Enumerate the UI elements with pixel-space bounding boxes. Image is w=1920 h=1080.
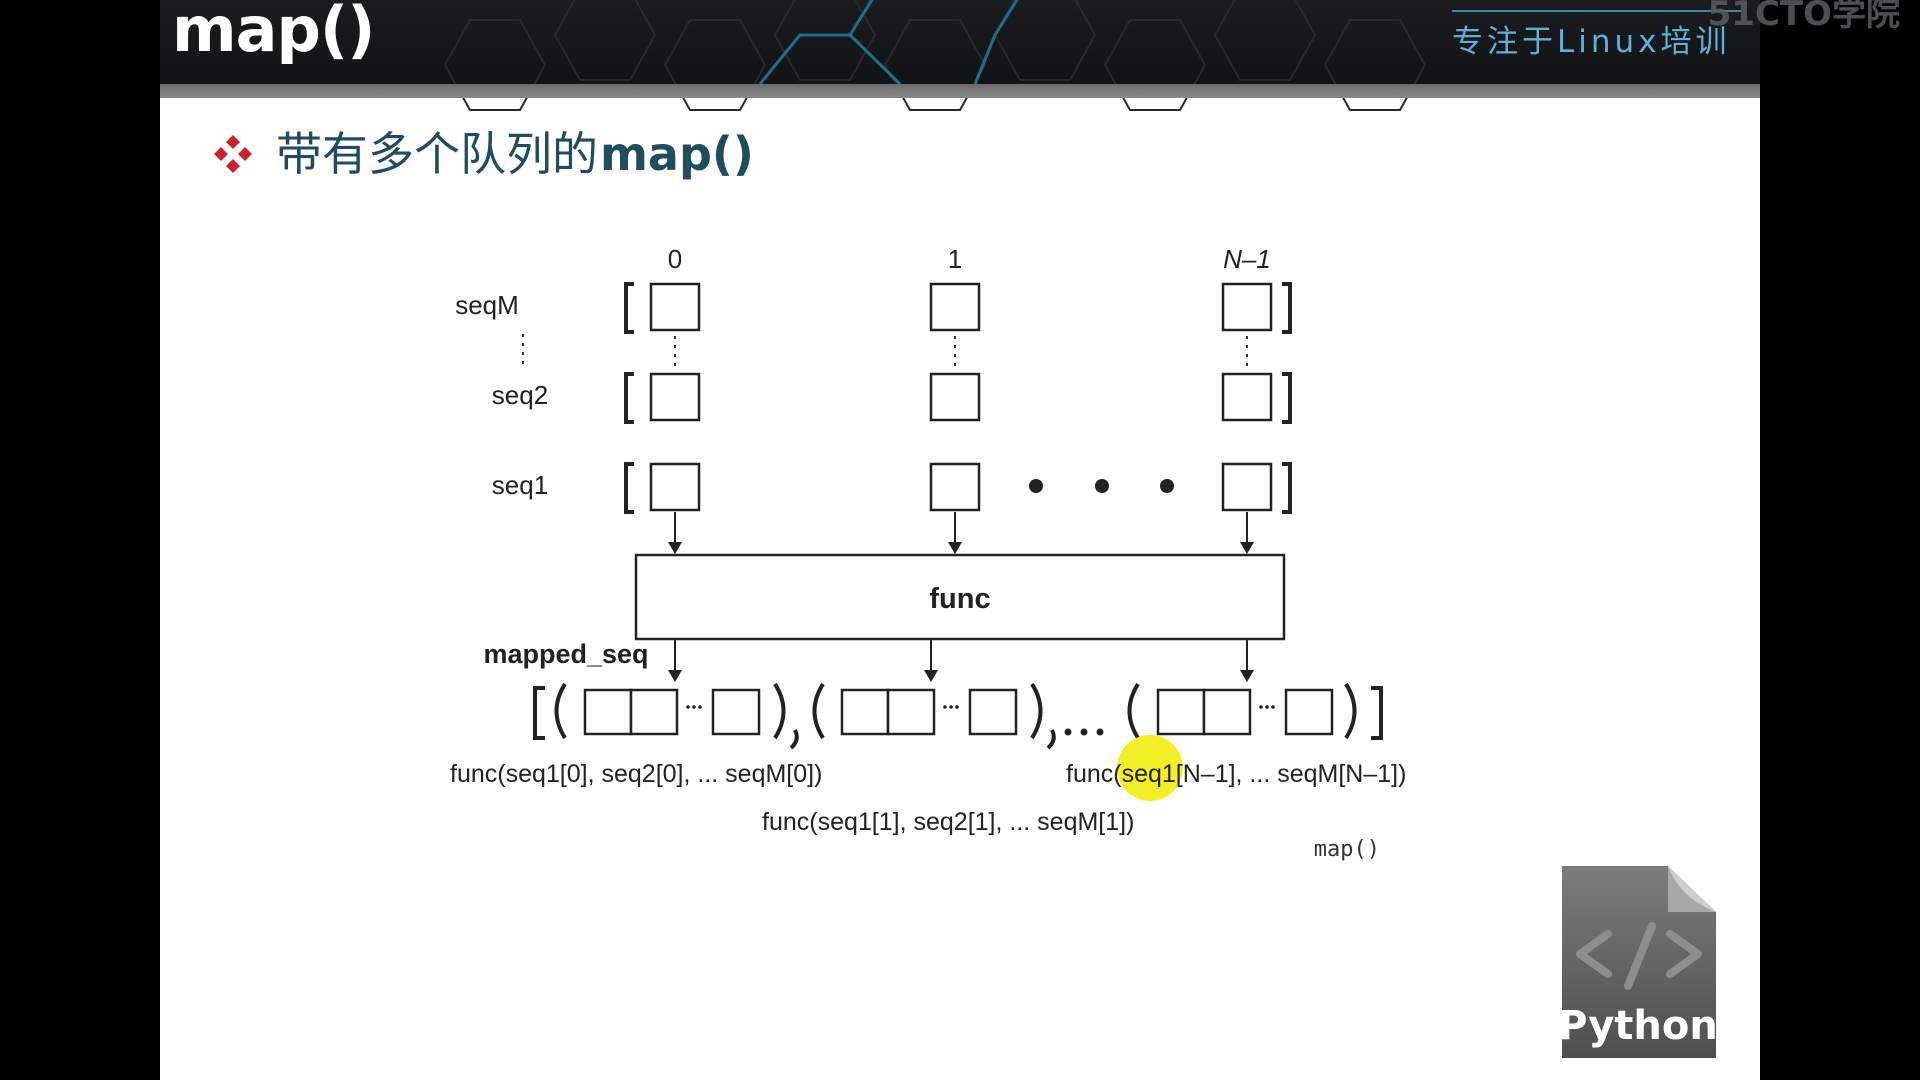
index-label-last: N–1 (1223, 244, 1271, 274)
element-box (929, 462, 981, 512)
slide-title: map() (172, 0, 375, 66)
function-label: func (929, 583, 990, 615)
sequence-row-seq2 (624, 372, 1292, 424)
element-box (649, 462, 701, 512)
header-band: map() 专注于Linux培训 51CTO学院 (160, 0, 1900, 111)
index-label-0: 0 (668, 244, 682, 274)
tagline: 专注于Linux培训 (1452, 24, 1731, 60)
index-label-1: 1 (948, 244, 962, 274)
brand-watermark: 51CTO学院 (1707, 0, 1900, 34)
cursor-highlight (1117, 735, 1183, 801)
red-diamond-cluster-icon (214, 135, 252, 173)
output-arrows (668, 639, 1254, 682)
element-box (1221, 462, 1273, 512)
element-box (649, 282, 701, 332)
function-box (634, 553, 1286, 641)
code-brackets-icon (1562, 866, 1716, 1058)
horizontal-ellipsis-dot (1095, 479, 1109, 493)
sequence-label-seqM: seqM (455, 290, 519, 320)
subheading: 带有多个队列的 map() (212, 126, 754, 182)
output-label: mapped_seq (483, 639, 648, 669)
horizontal-ellipsis-dot (1160, 479, 1174, 493)
caption-first-element: func(seq1[0], seq2[0], ... seqM[0]) (450, 760, 822, 788)
input-arrows (668, 512, 1254, 554)
element-box (1221, 282, 1273, 332)
hexagon-pattern-icon (443, 0, 1427, 111)
sequence-label-seq2: seq2 (492, 380, 548, 410)
header-divider (160, 84, 1760, 98)
horizontal-ellipsis-dot (1029, 479, 1043, 493)
element-box (929, 282, 981, 332)
figure-tag: map() (1314, 837, 1380, 862)
element-box (649, 372, 701, 422)
python-badge: Python (1556, 864, 1720, 1060)
element-box (929, 372, 981, 422)
sequence-row-seqM (624, 282, 1292, 334)
python-badge-label: Python (1558, 1003, 1718, 1049)
sequence-label-seq1: seq1 (492, 470, 548, 500)
subheading-code: map() (600, 127, 754, 181)
caption-second-element: func(seq1[1], seq2[1], ... seqM[1]) (762, 808, 1134, 836)
subheading-text: 带有多个队列的 (276, 127, 598, 181)
caption-last-element: func(seq1[N–1], ... seqM[N–1]) (1066, 760, 1406, 788)
sequence-row-seq1 (624, 462, 1292, 514)
tagline-rule (1452, 10, 1742, 12)
map-multiple-sequences-diagram: 0 1 N–1 seqM seq2 seq1 (450, 244, 1406, 862)
slide: map() 专注于Linux培训 51CTO学院 带有多个队列的 map() 0… (160, 0, 1900, 1080)
element-box (1221, 372, 1273, 422)
mapped-sequence (533, 682, 1383, 750)
